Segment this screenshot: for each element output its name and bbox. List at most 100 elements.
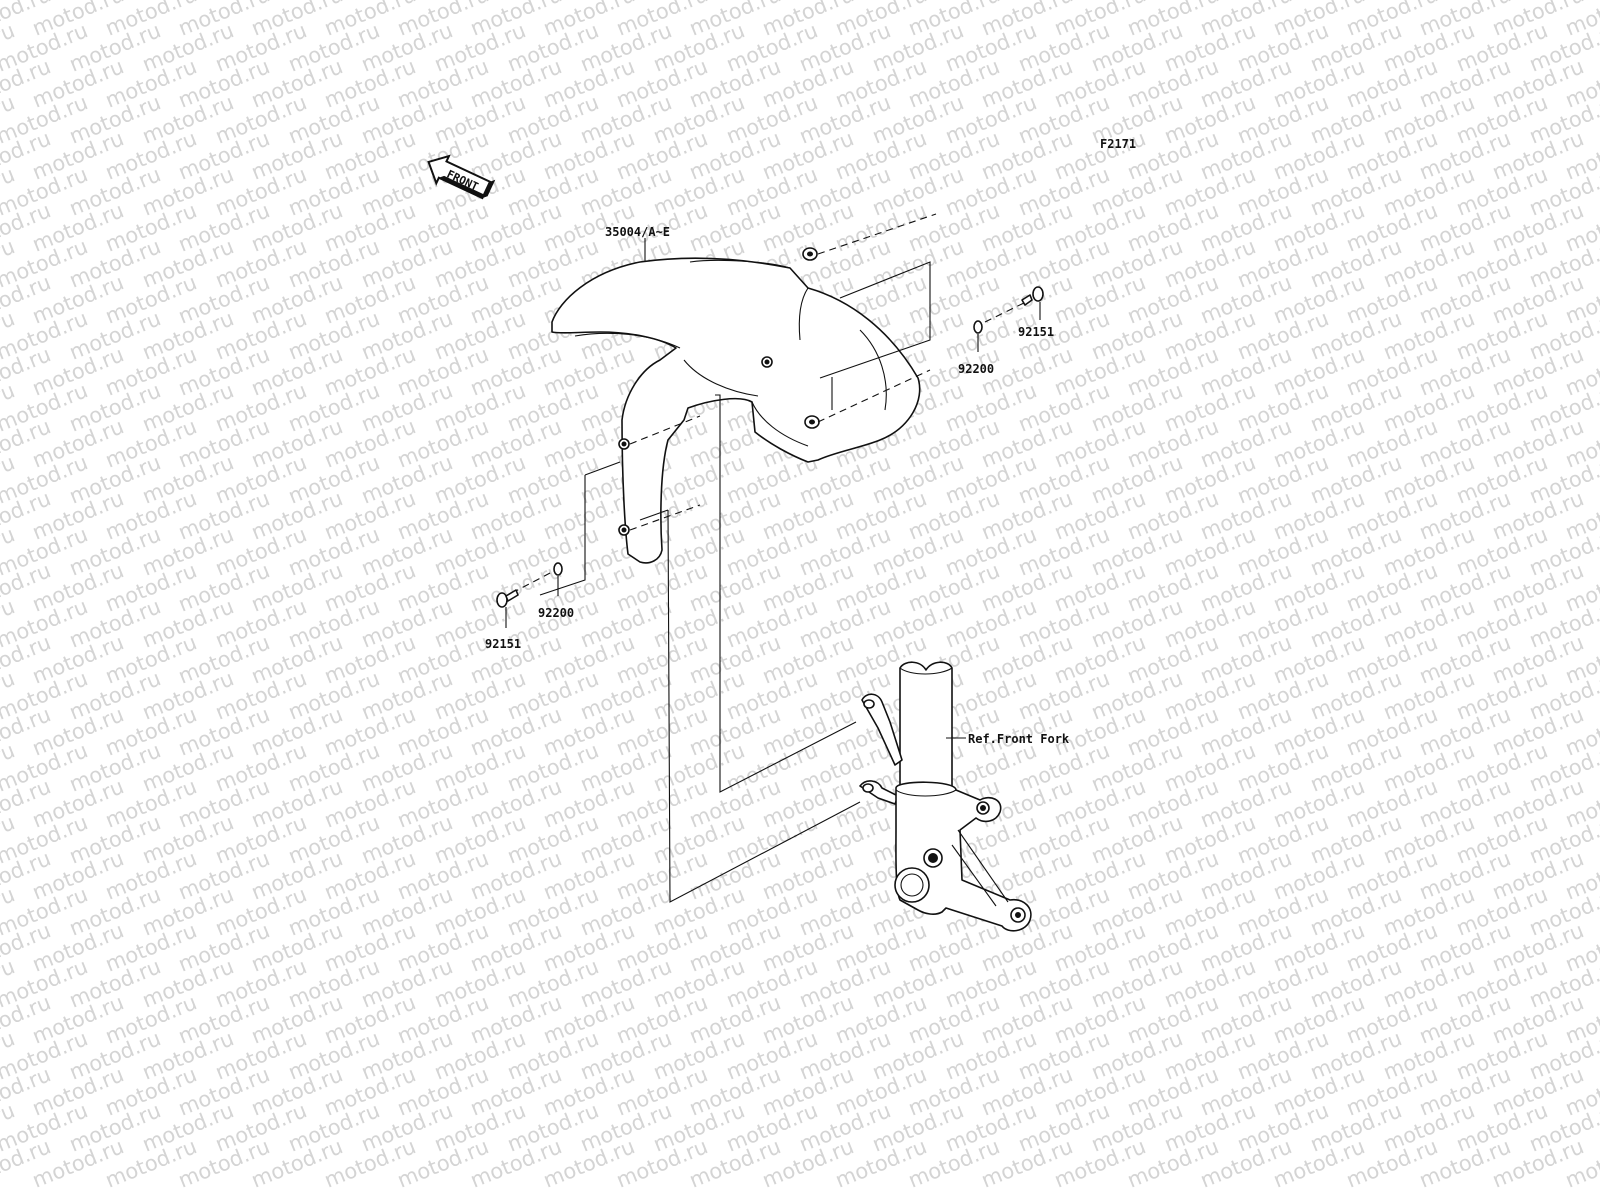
watermark-text: motod.ru bbox=[942, 0, 1040, 5]
watermark-text: motod.ru bbox=[540, 918, 638, 976]
watermark-text: motod.ru bbox=[102, 918, 200, 976]
watermark-text: motod.ru bbox=[248, 486, 346, 544]
watermark-text: motod.ru bbox=[1489, 54, 1587, 112]
watermark-text: motod.ru bbox=[540, 54, 638, 112]
watermark-text: motod.ru bbox=[1161, 954, 1259, 1012]
watermark-text: motod.ru bbox=[1380, 882, 1478, 940]
watermark-text: motod.ru bbox=[869, 18, 967, 76]
watermark-text: motod.ru bbox=[686, 774, 784, 832]
watermark-text: motod.ru bbox=[1416, 198, 1514, 256]
watermark-text: motod.ru bbox=[321, 126, 419, 184]
watermark-text: motod.ru bbox=[1161, 234, 1259, 292]
watermark-text: motod.ru bbox=[1489, 198, 1587, 256]
watermark-text: motod.ru bbox=[650, 0, 748, 5]
watermark-text: motod.ru bbox=[1124, 846, 1222, 904]
watermark-text: motod.ru bbox=[978, 126, 1076, 184]
watermark-text: motod.ru bbox=[0, 522, 91, 580]
watermark-text: motod.ru bbox=[905, 486, 1003, 544]
watermark-text: motod.ru bbox=[1234, 882, 1332, 940]
watermark-text: motod.ru bbox=[29, 918, 127, 976]
watermark-text: motod.ru bbox=[1088, 1098, 1186, 1156]
watermark-text: motod.ru bbox=[467, 774, 565, 832]
watermark-text: motod.ru bbox=[978, 198, 1076, 256]
watermark-text: motod.ru bbox=[1234, 234, 1332, 292]
watermark-text: motod.ru bbox=[1453, 738, 1551, 796]
watermark-text: motod.ru bbox=[0, 342, 54, 400]
watermark-text: motod.ru bbox=[832, 1062, 930, 1120]
watermark-text: motod.ru bbox=[175, 198, 273, 256]
watermark-text: motod.ru bbox=[1526, 738, 1600, 796]
watermark-text: motod.ru bbox=[686, 486, 784, 544]
watermark-text: motod.ru bbox=[1416, 342, 1514, 400]
watermark-text: motod.ru bbox=[1343, 270, 1441, 328]
watermark-text: motod.ru bbox=[869, 1026, 967, 1084]
watermark-text: motod.ru bbox=[0, 0, 91, 5]
watermark-text: motod.ru bbox=[431, 522, 529, 580]
watermark-text: motod.ru bbox=[358, 378, 456, 436]
watermark-text: motod.ru bbox=[650, 1026, 748, 1084]
watermark-text: motod.ru bbox=[431, 90, 529, 148]
watermark-text: motod.ru bbox=[1562, 1062, 1600, 1120]
watermark-text: motod.ru bbox=[0, 306, 18, 364]
watermark-text: motod.ru bbox=[1489, 774, 1587, 832]
watermark-text: motod.ru bbox=[394, 918, 492, 976]
watermark-text: motod.ru bbox=[248, 270, 346, 328]
watermark-text: motod.ru bbox=[613, 558, 711, 616]
watermark-text: motod.ru bbox=[1124, 990, 1222, 1048]
watermark-text: motod.ru bbox=[467, 846, 565, 904]
watermark-text: motod.ru bbox=[431, 378, 529, 436]
watermark-text: motod.ru bbox=[358, 522, 456, 580]
watermark-text: motod.ru bbox=[577, 0, 675, 5]
watermark-text: motod.ru bbox=[29, 702, 127, 760]
watermark-text: motod.ru bbox=[1161, 1026, 1259, 1084]
watermark-text: motod.ru bbox=[139, 162, 237, 220]
watermark-text: motod.ru bbox=[1526, 378, 1600, 436]
watermark-text: motod.ru bbox=[175, 846, 273, 904]
watermark-text: motod.ru bbox=[540, 990, 638, 1048]
watermark-text: motod.ru bbox=[1124, 630, 1222, 688]
watermark-text: motod.ru bbox=[1234, 0, 1332, 5]
watermark-text: motod.ru bbox=[1270, 126, 1368, 184]
watermark-text: motod.ru bbox=[796, 18, 894, 76]
watermark-text: motod.ru bbox=[102, 846, 200, 904]
watermark-text: motod.ru bbox=[1489, 702, 1587, 760]
watermark-text: motod.ru bbox=[1380, 0, 1478, 5]
watermark-text: motod.ru bbox=[102, 54, 200, 112]
watermark-text: motod.ru bbox=[613, 54, 711, 112]
watermark-text: motod.ru bbox=[1088, 882, 1186, 940]
watermark-text: motod.ru bbox=[467, 702, 565, 760]
watermark-text: motod.ru bbox=[1489, 1134, 1587, 1192]
watermark-text: motod.ru bbox=[686, 918, 784, 976]
watermark-text: motod.ru bbox=[212, 450, 310, 508]
watermark-text: motod.ru bbox=[905, 0, 1003, 41]
watermark-text: motod.ru bbox=[1161, 162, 1259, 220]
watermark-text: motod.ru bbox=[1197, 1134, 1295, 1192]
watermark-text: motod.ru bbox=[1526, 1026, 1600, 1084]
watermark-text: motod.ru bbox=[29, 774, 127, 832]
watermark-text: motod.ru bbox=[1343, 774, 1441, 832]
watermark-text: motod.ru bbox=[832, 54, 930, 112]
watermark-text: motod.ru bbox=[942, 450, 1040, 508]
watermark-text: motod.ru bbox=[467, 54, 565, 112]
watermark-text: motod.ru bbox=[1416, 702, 1514, 760]
watermark-text: motod.ru bbox=[1453, 450, 1551, 508]
watermark-text: motod.ru bbox=[1343, 630, 1441, 688]
watermark-text: motod.ru bbox=[0, 594, 18, 652]
watermark-text: motod.ru bbox=[1526, 954, 1600, 1012]
watermark-text: motod.ru bbox=[1015, 234, 1113, 292]
watermark-text: motod.ru bbox=[650, 882, 748, 940]
watermark-text: motod.ru bbox=[978, 918, 1076, 976]
watermark-text: motod.ru bbox=[1270, 414, 1368, 472]
watermark-text: motod.ru bbox=[1343, 126, 1441, 184]
watermark-text: motod.ru bbox=[686, 126, 784, 184]
watermark-text: motod.ru bbox=[1416, 0, 1514, 41]
watermark-text: motod.ru bbox=[978, 630, 1076, 688]
watermark-text: motod.ru bbox=[1234, 666, 1332, 724]
watermark-text: motod.ru bbox=[942, 162, 1040, 220]
watermark-text: motod.ru bbox=[0, 522, 18, 580]
watermark-text: motod.ru bbox=[467, 1134, 565, 1192]
watermark-text: motod.ru bbox=[1197, 558, 1295, 616]
watermark-text: motod.ru bbox=[869, 522, 967, 580]
watermark-text: motod.ru bbox=[0, 1026, 18, 1084]
